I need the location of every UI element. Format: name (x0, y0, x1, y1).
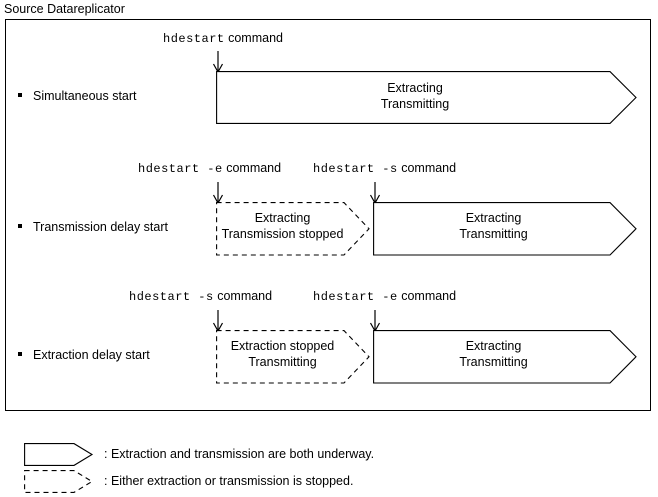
command-label-r2-c1: hdestart -e command (138, 161, 281, 177)
legend-label: Either extraction or transmission is sto… (110, 474, 354, 488)
bullet-icon (18, 93, 22, 97)
command-label-r3-c1: hdestart -s command (129, 289, 272, 305)
block-line-1: Extracting (465, 339, 522, 353)
block-r1-extracting-transmitting[interactable] (216, 71, 638, 124)
block-r3-solid-text: Extracting Transmitting (373, 338, 614, 370)
command-label-r3-c2: hdestart -e command (313, 289, 456, 305)
bullet-icon (18, 352, 22, 356)
block-r2-extracting-transmitting[interactable] (373, 202, 638, 256)
legend-label: Extraction and transmission are both und… (110, 447, 375, 461)
row-label-transmission-delay: Transmission delay start (18, 220, 168, 235)
block-line-2: Transmitting (459, 227, 528, 241)
block-r2-dashed-text: Extracting Transmission stopped (216, 210, 349, 242)
command-text: hdestart -e (138, 162, 223, 176)
command-word: command (217, 289, 273, 303)
command-label-r1-c1: hdestart command (163, 31, 283, 47)
block-line-1: Extracting (254, 211, 311, 225)
block-line-2: Transmitting (380, 97, 450, 111)
command-word: command (226, 161, 282, 175)
block-line-1: Extracting (387, 81, 443, 95)
row-label-simultaneous: Simultaneous start (18, 89, 137, 104)
block-r3-dashed-text: Extraction stopped Transmitting (216, 338, 349, 370)
command-label-r2-c2: hdestart -s command (313, 161, 456, 177)
row-label-text: Simultaneous start (33, 89, 137, 103)
command-text: hdestart -s (313, 162, 398, 176)
legend-separator: : (104, 474, 108, 488)
legend-entry-dashed: : Either extraction or transmission is s… (104, 474, 353, 489)
block-r3-extraction-stopped-transmitting[interactable] (216, 330, 372, 384)
command-text: hdestart -e (313, 290, 398, 304)
block-line-2: Transmission stopped (221, 227, 344, 241)
block-line-1: Extraction stopped (230, 339, 335, 353)
bullet-icon (18, 224, 22, 228)
block-r3-extracting-transmitting[interactable] (373, 330, 638, 384)
legend-swatch-dashed-icon (24, 470, 94, 493)
block-line-2: Transmitting (248, 355, 317, 369)
block-r1-text: Extracting Transmitting (216, 80, 614, 112)
legend-swatch-solid-icon (24, 443, 94, 466)
block-line-2: Transmitting (459, 355, 528, 369)
legend-entry-solid: : Extraction and transmission are both u… (104, 447, 374, 462)
row-label-extraction-delay: Extraction delay start (18, 348, 150, 363)
row-label-text: Extraction delay start (33, 348, 150, 362)
block-r2-solid-text: Extracting Transmitting (373, 210, 614, 242)
command-word: command (401, 161, 457, 175)
legend-separator: : (104, 447, 108, 461)
row-label-text: Transmission delay start (33, 220, 168, 234)
block-r2-extracting-transmission-stopped[interactable] (216, 202, 372, 256)
block-line-1: Extracting (465, 211, 522, 225)
diagram-caption: Source Datareplicator (4, 2, 125, 16)
command-word: command (401, 289, 457, 303)
diagram-frame (5, 19, 651, 411)
command-word: command (228, 31, 283, 45)
command-text: hdestart -s (129, 290, 214, 304)
command-text: hdestart (163, 32, 225, 46)
